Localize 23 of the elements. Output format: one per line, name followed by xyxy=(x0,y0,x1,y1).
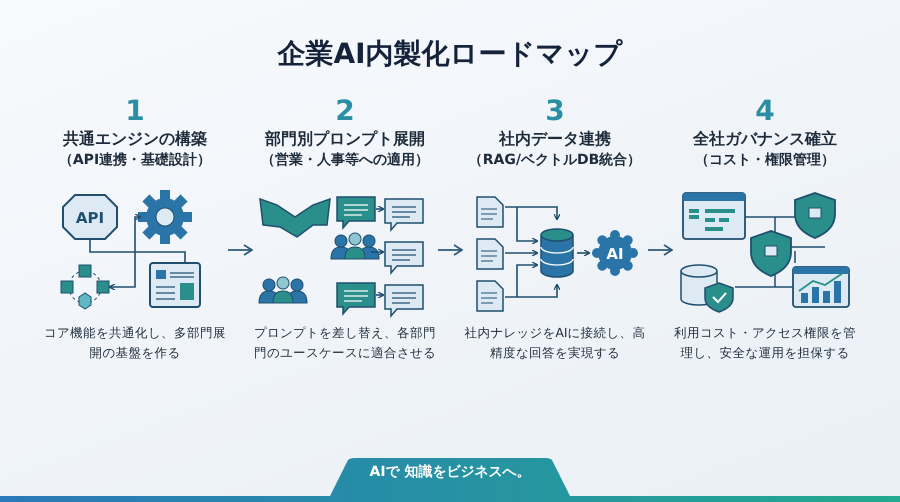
step-number: 3 xyxy=(544,95,566,127)
arrow xyxy=(438,244,463,256)
step-description: コア機能を共通化し、多部門展開の基盤を作る xyxy=(43,324,227,362)
tagline: AIで 知識をビジネスへ。 xyxy=(368,463,532,482)
step-subheading: （コスト・権限管理） xyxy=(694,151,836,169)
icon-label: API xyxy=(76,209,104,227)
step-description: 利用コスト・アクセス権限を管理し、安全な運用を担保する xyxy=(673,324,857,362)
step-heading: 社内データ連携 xyxy=(498,129,612,149)
step-heading: 部門別プロンプト展開 xyxy=(264,129,426,149)
step-subheading: （RAG/ベクトルDB統合） xyxy=(468,151,642,169)
step-subheading: （API連携・基礎設計） xyxy=(58,151,212,169)
step-description: 社内ナレッジをAIに接続し、高精度な回答を実現する xyxy=(463,324,647,362)
icon-label: AI xyxy=(606,245,624,263)
step-number: 2 xyxy=(334,95,356,127)
arrow xyxy=(648,244,673,256)
step-subheading: （営業・人事等への適用） xyxy=(260,151,430,169)
step-number: 1 xyxy=(124,95,146,127)
arrow xyxy=(228,244,253,256)
step-description: プロンプトを差し替え、各部門門のユースケースに適合させる xyxy=(253,324,437,362)
step-heading: 共通エンジンの構築 xyxy=(62,129,208,149)
title: 企業AI内製化ロードマップ xyxy=(276,36,624,72)
step-number: 4 xyxy=(754,95,776,127)
step-heading: 全社ガバナンス確立 xyxy=(692,129,838,149)
